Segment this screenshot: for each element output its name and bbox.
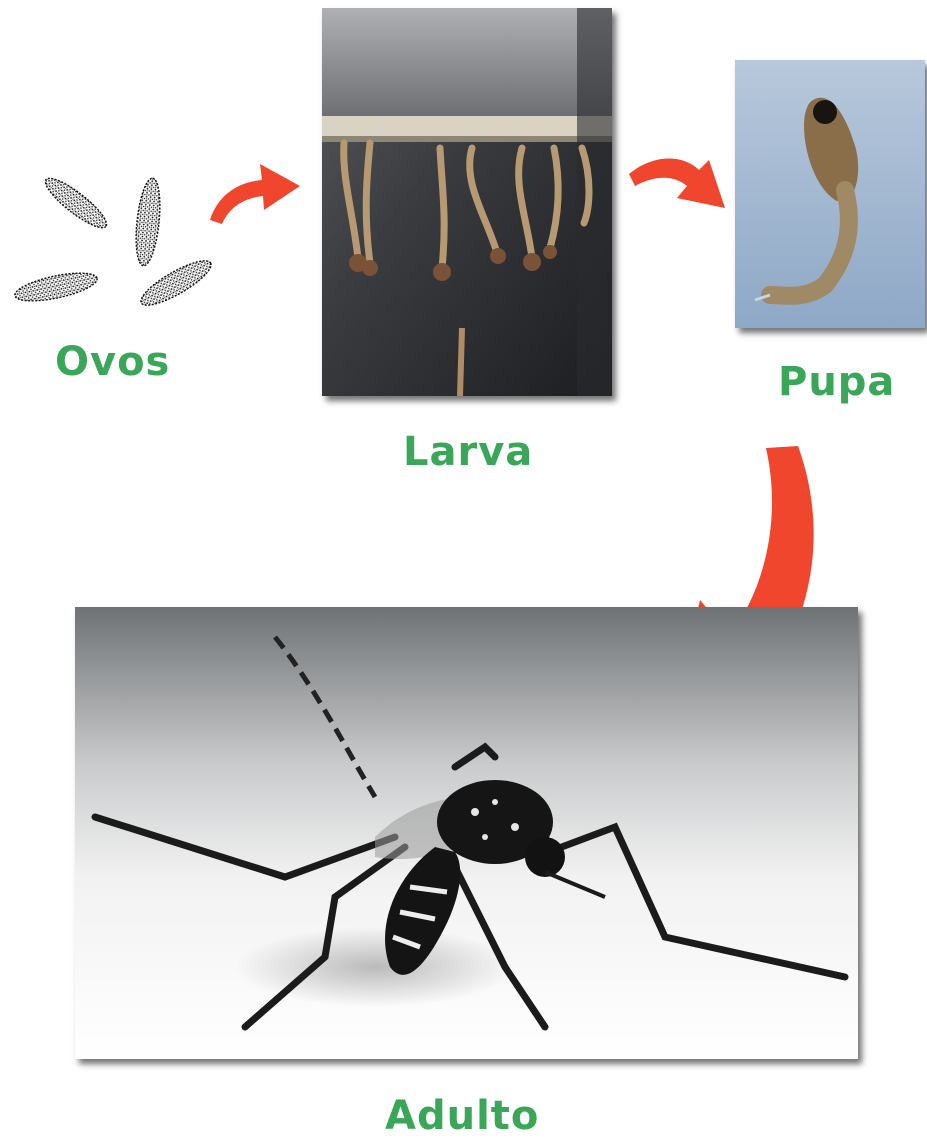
arrow-larva-to-pupa <box>625 140 735 220</box>
eggs-illustration <box>8 165 218 320</box>
arrow-eggs-to-larva <box>200 140 310 230</box>
egg-3 <box>13 268 100 307</box>
egg-2 <box>132 177 163 267</box>
egg-1 <box>40 172 112 235</box>
pupa-label: Pupa <box>778 362 895 402</box>
eggs-label: Ovos <box>55 342 170 382</box>
pupa-photo <box>735 60 925 328</box>
larva-photo <box>322 8 612 396</box>
larva-label: Larva <box>403 432 533 472</box>
adult-label: Adulto <box>385 1096 539 1136</box>
adult-photo <box>75 607 858 1059</box>
